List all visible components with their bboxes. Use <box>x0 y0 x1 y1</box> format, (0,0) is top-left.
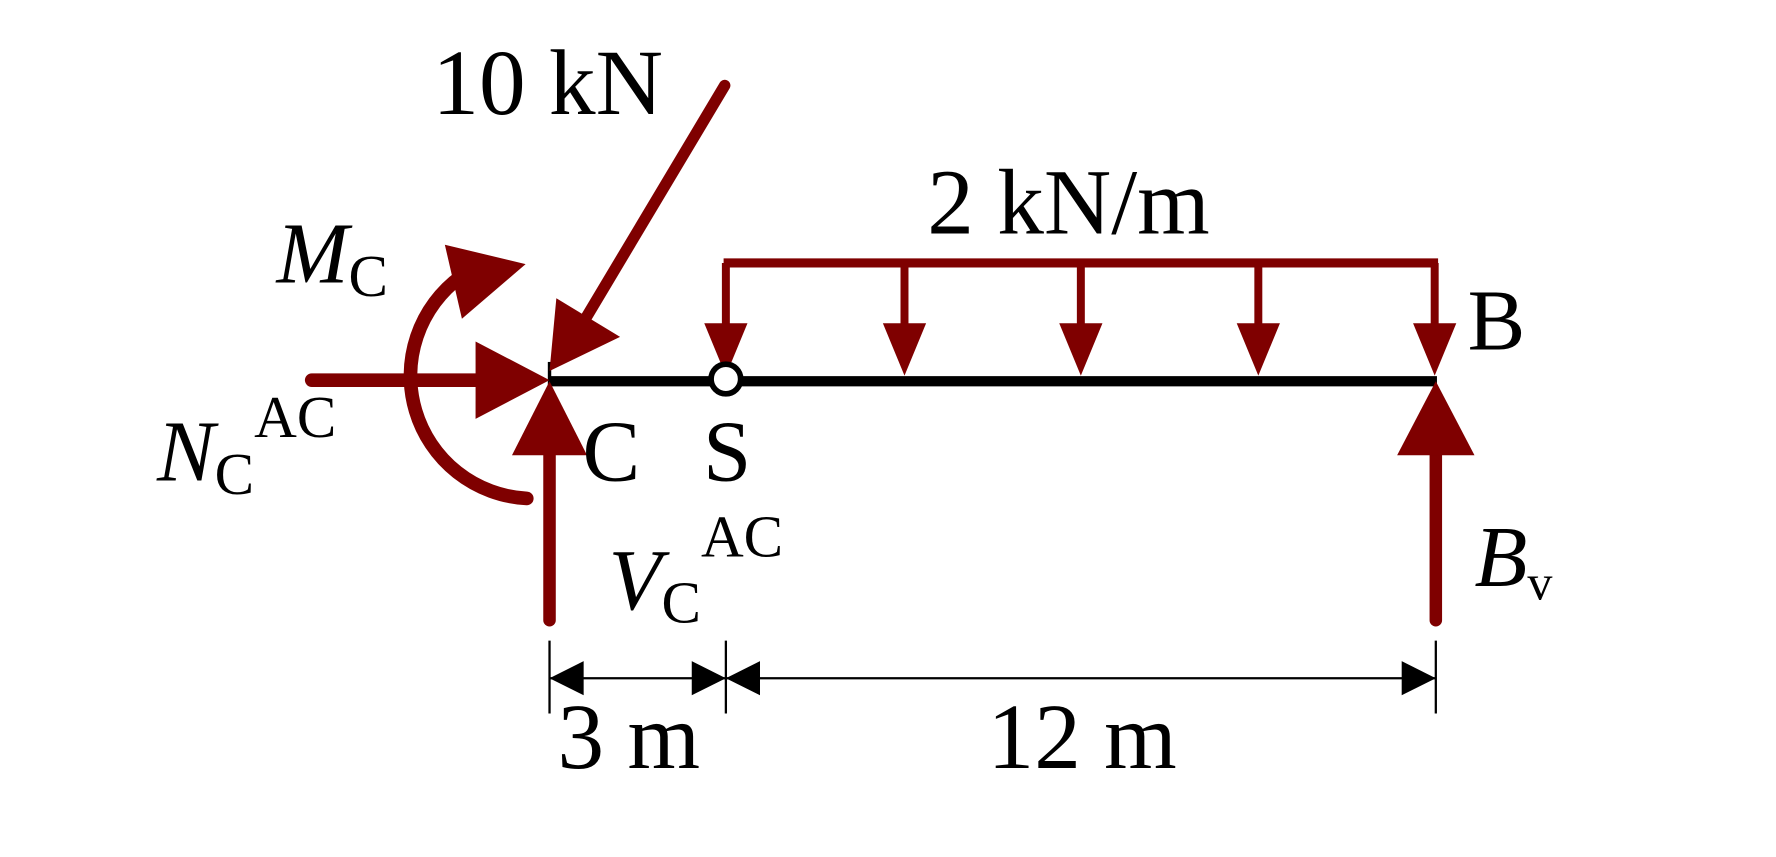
udl-arrow-head <box>1413 323 1457 376</box>
dimension-cs-label: 3 m <box>557 686 700 789</box>
udl-arrow-head <box>882 323 927 376</box>
reaction-b-arrow <box>1397 381 1475 627</box>
udl-arrow-head <box>704 323 748 376</box>
point-c-label: C <box>583 403 641 499</box>
point-s-label: S <box>703 403 751 499</box>
hinge-s <box>708 361 744 397</box>
reaction-b-label: Bv <box>1475 509 1554 611</box>
shear-force-arrow <box>511 381 588 627</box>
point-load-label: 10 kN <box>432 32 663 135</box>
distributed-load-label: 2 kN/m <box>927 151 1209 254</box>
distributed-load <box>704 258 1457 376</box>
udl-arrow-head <box>1059 323 1103 376</box>
moment-arrow <box>403 244 534 506</box>
dimension-sb-label: 12 m <box>988 686 1177 789</box>
point-b-label: B <box>1468 272 1526 368</box>
moment-label: MC <box>274 205 387 309</box>
axial-force-arrow <box>304 341 550 419</box>
shear-force-label: VCAC <box>609 503 783 635</box>
udl-arrow-head <box>1236 323 1280 376</box>
axial-force-label: NCAC <box>156 384 336 507</box>
point-load-arrow <box>549 79 731 372</box>
dimension-lines <box>548 640 1437 714</box>
